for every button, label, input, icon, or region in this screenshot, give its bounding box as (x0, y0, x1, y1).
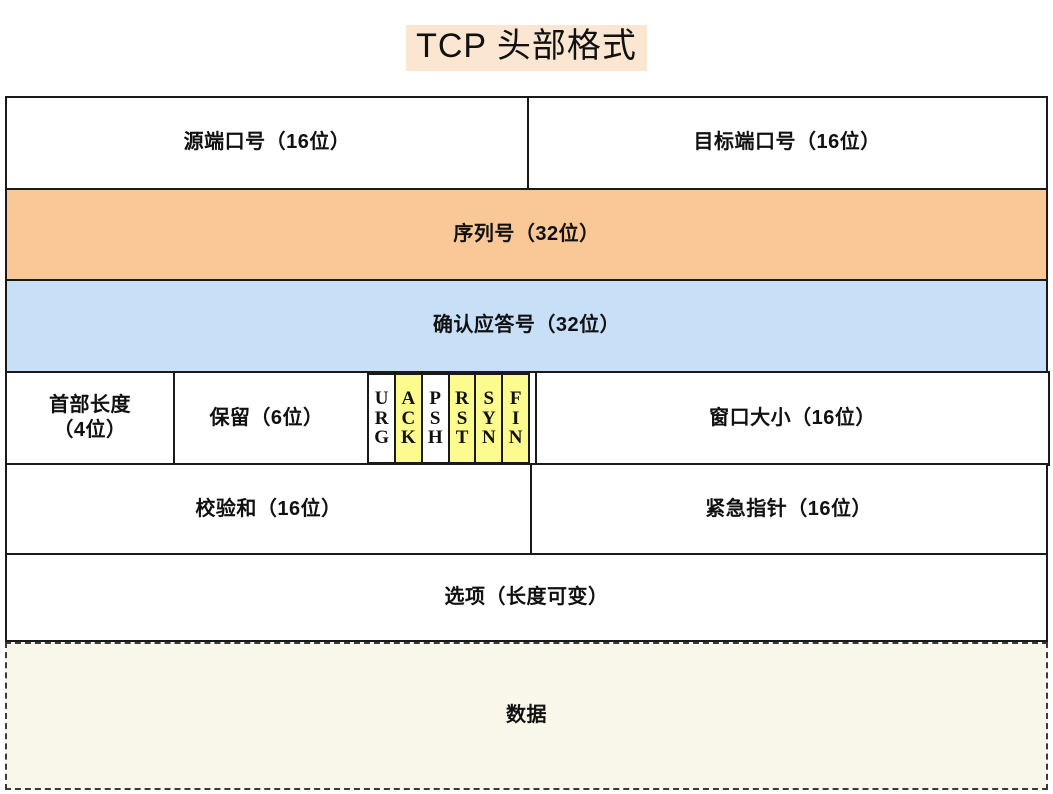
field-acknowledgement-number-label: 确认应答号（32位） (432, 314, 621, 337)
row-checksum-urgent: 校验和（16位） 紧急指针（16位） (5, 463, 1048, 556)
row-offset-flags-window: 首部长度 （4位） 保留（6位） U R G A C K P S (5, 370, 1051, 466)
field-reserved: 保留（6位） (172, 370, 361, 466)
flag-syn[interactable]: S Y N (474, 372, 504, 464)
flag-fin-letter-1: F (509, 388, 522, 410)
flag-psh-letter-3: H (427, 426, 443, 448)
field-data-payload-label: 数据 (506, 704, 547, 727)
flag-fin-letter-3: N (508, 426, 523, 448)
field-reserved-label: 保留（6位） (209, 406, 324, 429)
field-options-label: 选项（长度可变） (444, 585, 609, 608)
flag-fin-letter-2: I (511, 407, 520, 429)
flag-psh-letter-2: S (429, 407, 441, 429)
field-data-payload: 数据 (5, 642, 1048, 790)
flag-urg-letter-3: G (374, 426, 389, 448)
field-checksum-label: 校验和（16位） (195, 497, 342, 520)
control-flag-group: U R G A C K P S H R S T (367, 372, 531, 464)
flag-urg-letter-1: U (374, 388, 389, 410)
field-sequence-number: 序列号（32位） (5, 187, 1048, 282)
field-window-size-label: 窗口大小（16位） (709, 406, 876, 429)
flag-ack[interactable]: A C K (393, 372, 423, 464)
tcp-header-diagram: 源端口号（16位） 目标端口号（16位） 序列号（32位） 确认应答号（32位）… (5, 96, 1051, 790)
field-sequence-number-label: 序列号（32位） (453, 222, 600, 245)
row-ports: 源端口号（16位） 目标端口号（16位） (5, 96, 1048, 190)
flag-syn-letter-3: N (481, 426, 496, 448)
flag-rst-letter-1: R (455, 388, 469, 410)
flag-syn-letter-2: Y (481, 407, 496, 429)
flag-rst-letter-2: S (456, 407, 468, 429)
field-window-size: 窗口大小（16位） (534, 370, 1051, 466)
row-acknowledgement-number: 确认应答号（32位） (5, 279, 1048, 374)
row-options: 选项（长度可变） (5, 553, 1048, 642)
flag-psh[interactable]: P S H (420, 372, 450, 464)
flag-ack-letter-3: K (401, 426, 416, 448)
field-checksum: 校验和（16位） (5, 463, 532, 556)
field-data-offset-label: 首部长度 （4位） (48, 393, 131, 442)
row-sequence-number: 序列号（32位） (5, 187, 1048, 282)
flag-ack-letter-2: C (401, 407, 416, 429)
flag-urg-letter-2: R (374, 407, 389, 429)
field-urgent-pointer: 紧急指针（16位） (529, 463, 1048, 556)
page-title: TCP 头部格式 (406, 24, 647, 72)
field-options: 选项（长度可变） (5, 553, 1048, 642)
field-destination-port-label: 目标端口号（16位） (693, 131, 881, 154)
flag-ack-letter-1: A (401, 388, 416, 410)
field-source-port: 源端口号（16位） (5, 96, 529, 190)
flag-fin[interactable]: F I N (501, 372, 531, 464)
flag-urg[interactable]: U R G (367, 372, 397, 464)
row-data-payload: 数据 (5, 642, 1048, 790)
flag-rst-letter-3: T (455, 426, 469, 448)
flag-psh-letter-1: P (429, 388, 442, 410)
field-control-flags: U R G A C K P S H R S T (358, 370, 537, 466)
flag-rst[interactable]: R S T (447, 372, 477, 464)
field-data-offset: 首部长度 （4位） (5, 370, 175, 466)
diagram-title-area: TCP 头部格式 (0, 0, 1053, 96)
field-destination-port: 目标端口号（16位） (526, 96, 1048, 190)
field-urgent-pointer-label: 紧急指针（16位） (705, 497, 872, 520)
field-acknowledgement-number: 确认应答号（32位） (5, 279, 1048, 374)
flag-syn-letter-1: S (483, 388, 495, 410)
field-source-port-label: 源端口号（16位） (183, 131, 351, 154)
